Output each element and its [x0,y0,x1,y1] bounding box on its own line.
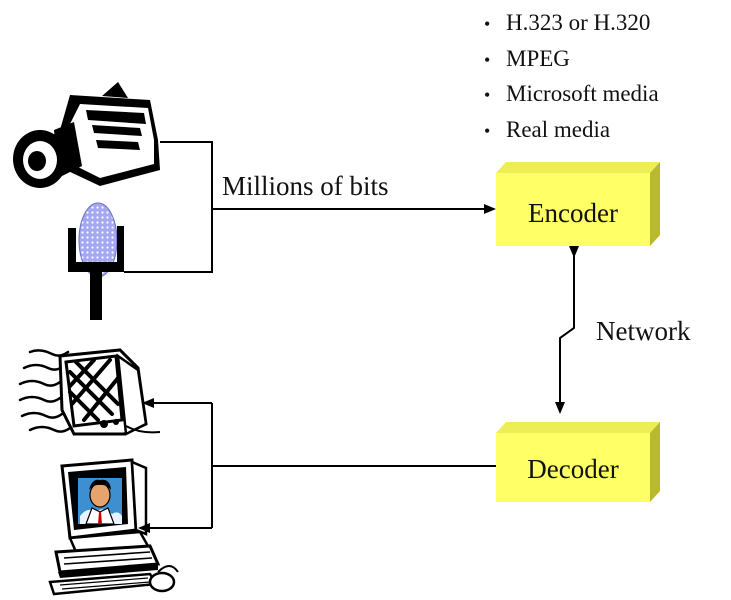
microphone-icon [68,202,124,320]
video-camera-icon [13,82,160,188]
format-item: •Microsoft media [484,81,659,106]
formats-list: •H.323 or H.320 •MPEG •Microsoft media •… [484,6,659,148]
input-connector [124,141,496,273]
format-item: •Real media [484,116,611,142]
decoder-box: Decoder [496,422,660,502]
output-connector [138,398,496,533]
format-item: •MPEG [484,45,570,71]
decoder-label: Decoder [527,454,618,484]
input-link-label: Millions of bits [222,171,389,201]
format-item: •H.323 or H.320 [484,10,651,35]
television-icon [18,348,161,436]
encoder-box: Encoder [496,162,660,246]
desktop-computer-icon [48,458,179,596]
network-label: Network [596,316,691,346]
network-link [555,246,579,414]
encoder-label: Encoder [528,198,618,228]
